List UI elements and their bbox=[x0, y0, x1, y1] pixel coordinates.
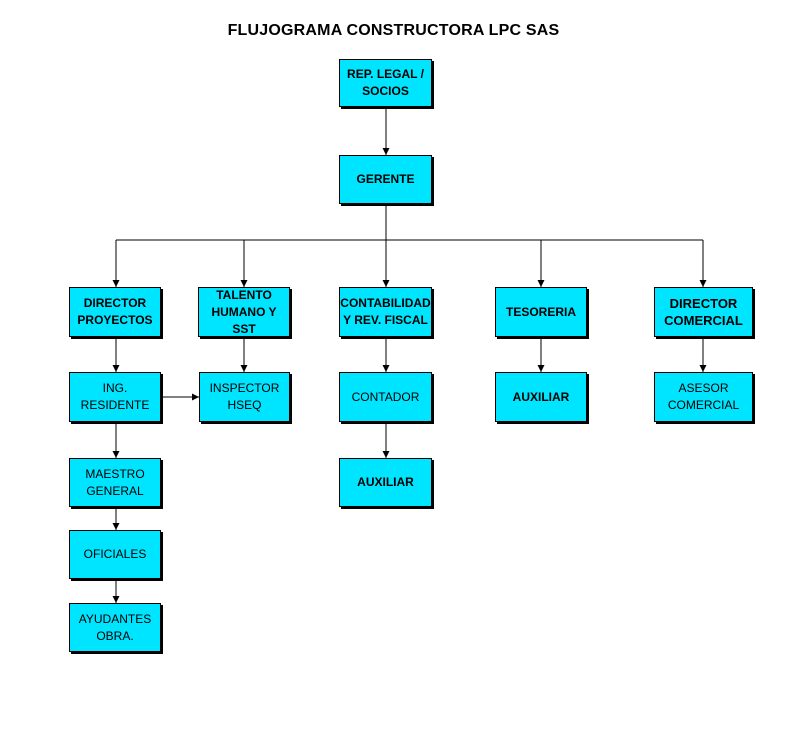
node-ayudantes-obra: AYUDANTES OBRA. bbox=[69, 603, 161, 652]
node-rep-legal: REP. LEGAL / SOCIOS bbox=[339, 59, 432, 107]
diagram-title: FLUJOGRAMA CONSTRUCTORA LPC SAS bbox=[227, 22, 560, 39]
node-auxiliar-contable: AUXILIAR bbox=[339, 458, 432, 507]
node-asesor-comercial: ASESOR COMERCIAL bbox=[654, 372, 753, 422]
node-director-proyectos: DIRECTOR PROYECTOS bbox=[69, 287, 161, 337]
node-director-comercial: DIRECTOR COMERCIAL bbox=[654, 287, 753, 337]
node-contabilidad: CONTABILIDAD Y REV. FISCAL bbox=[339, 287, 432, 337]
node-oficiales: OFICIALES bbox=[69, 530, 161, 579]
node-auxiliar-tesoreria: AUXILIAR bbox=[495, 372, 587, 422]
node-gerente: GERENTE bbox=[339, 155, 432, 204]
node-contador: CONTADOR bbox=[339, 372, 432, 422]
node-maestro-general: MAESTRO GENERAL bbox=[69, 458, 161, 507]
node-talento-humano: TALENTO HUMANO Y SST bbox=[198, 287, 290, 337]
node-ing-residente: ING. RESIDENTE bbox=[69, 372, 161, 422]
node-inspector-hseq: INSPECTOR HSEQ bbox=[199, 372, 290, 422]
node-tesoreria: TESORERIA bbox=[495, 287, 587, 337]
